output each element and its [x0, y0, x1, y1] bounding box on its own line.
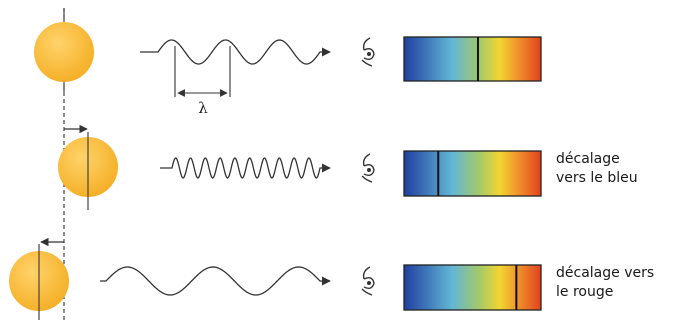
spectrum-redshift	[403, 264, 542, 311]
spectrum-blueshift	[403, 150, 542, 197]
star-icon	[9, 22, 118, 311]
redshift-caption: décalage vers le rouge	[556, 264, 654, 302]
observer-eye-approaching	[361, 153, 375, 183]
wave-stretched	[100, 266, 331, 296]
wave-rest	[140, 39, 331, 65]
eye-icon	[361, 37, 375, 296]
spectrum-rest	[403, 36, 542, 82]
redshift-caption-line1: décalage vers	[556, 265, 655, 281]
blueshift-caption: décalage vers le bleu	[556, 150, 638, 188]
wavelength-symbol: λ	[198, 99, 208, 117]
blueshift-caption-line2: vers le bleu	[556, 170, 638, 186]
wave-compressed	[160, 157, 331, 179]
wavelength-annotation: λ	[174, 46, 231, 117]
blueshift-caption-line1: décalage	[556, 151, 620, 167]
redshift-caption-line2: le rouge	[556, 284, 614, 300]
observer-eye-rest	[361, 37, 375, 67]
observer-eye-receding	[361, 266, 375, 296]
motion-arrow-icon	[40, 124, 88, 247]
star-rest	[34, 22, 94, 82]
